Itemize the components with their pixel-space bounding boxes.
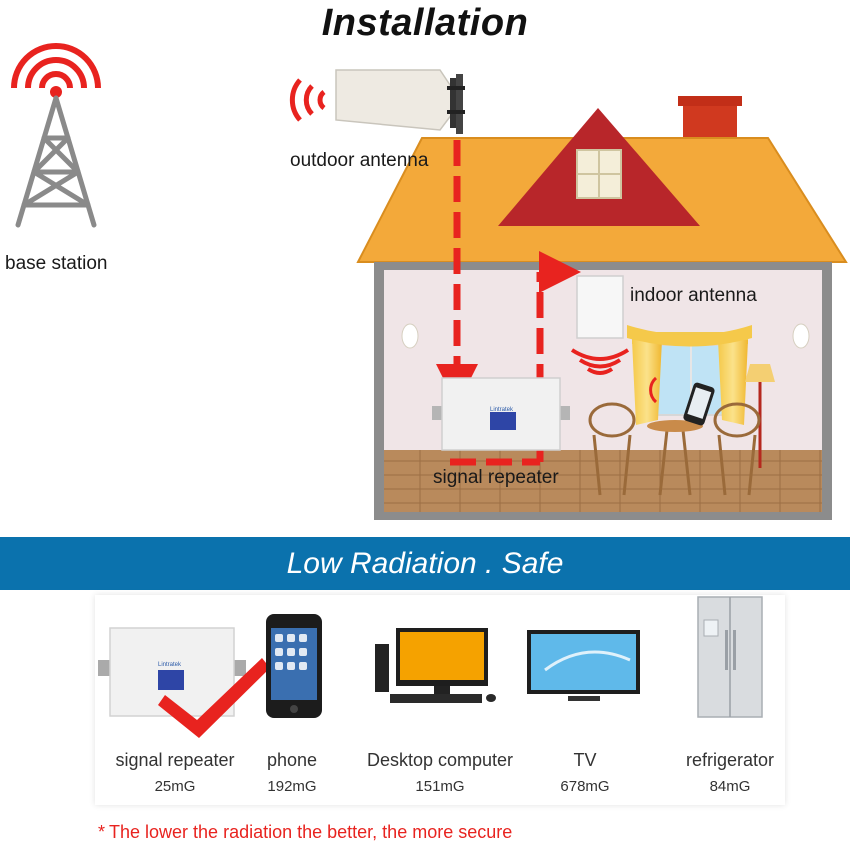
device-name-desktop-computer: Desktop computer: [366, 750, 514, 770]
outdoor-antenna-label: outdoor antenna: [290, 150, 429, 171]
device-name-signal-repeater: signal repeater: [115, 750, 235, 770]
footnote-text: The lower the radiation the better, the …: [109, 822, 513, 842]
signal-repeater-label: signal repeater: [433, 467, 559, 488]
device-value-refrigerator: 84mG: [709, 778, 751, 795]
signal-path: [436, 140, 581, 466]
indoor-antenna-label: indoor antenna: [630, 285, 757, 306]
banner-text: Low Radiation . Safe: [286, 547, 564, 580]
indoor-antenna-icon: [570, 275, 630, 375]
device-name-refrigerator: refrigerator: [685, 750, 775, 770]
device-name-phone: phone: [266, 750, 318, 770]
device-value-desktop-computer: 151mG: [415, 778, 465, 795]
signal-repeater-device: Lintratek: [432, 377, 570, 451]
repeater-brand: Lintratek: [490, 407, 514, 413]
page-title: Installation: [321, 2, 529, 44]
footnote: *The lower the radiation the better, the…: [98, 822, 512, 843]
device-name-tv: TV: [573, 750, 597, 770]
low-radiation-banner: Low Radiation . Safe: [0, 537, 850, 590]
device-value-tv: 678mG: [560, 778, 610, 795]
device-comparison-panel: [95, 595, 785, 805]
asterisk-icon: *: [98, 822, 106, 842]
outdoor-antenna-icon: [289, 69, 465, 134]
device-value-signal-repeater: 25mG: [154, 778, 196, 795]
installation-illustration: Lintratek: [11, 43, 848, 520]
base-station-icon: [11, 43, 101, 228]
device-value-phone: 192mG: [267, 778, 317, 795]
base-station-label: base station: [5, 253, 108, 274]
